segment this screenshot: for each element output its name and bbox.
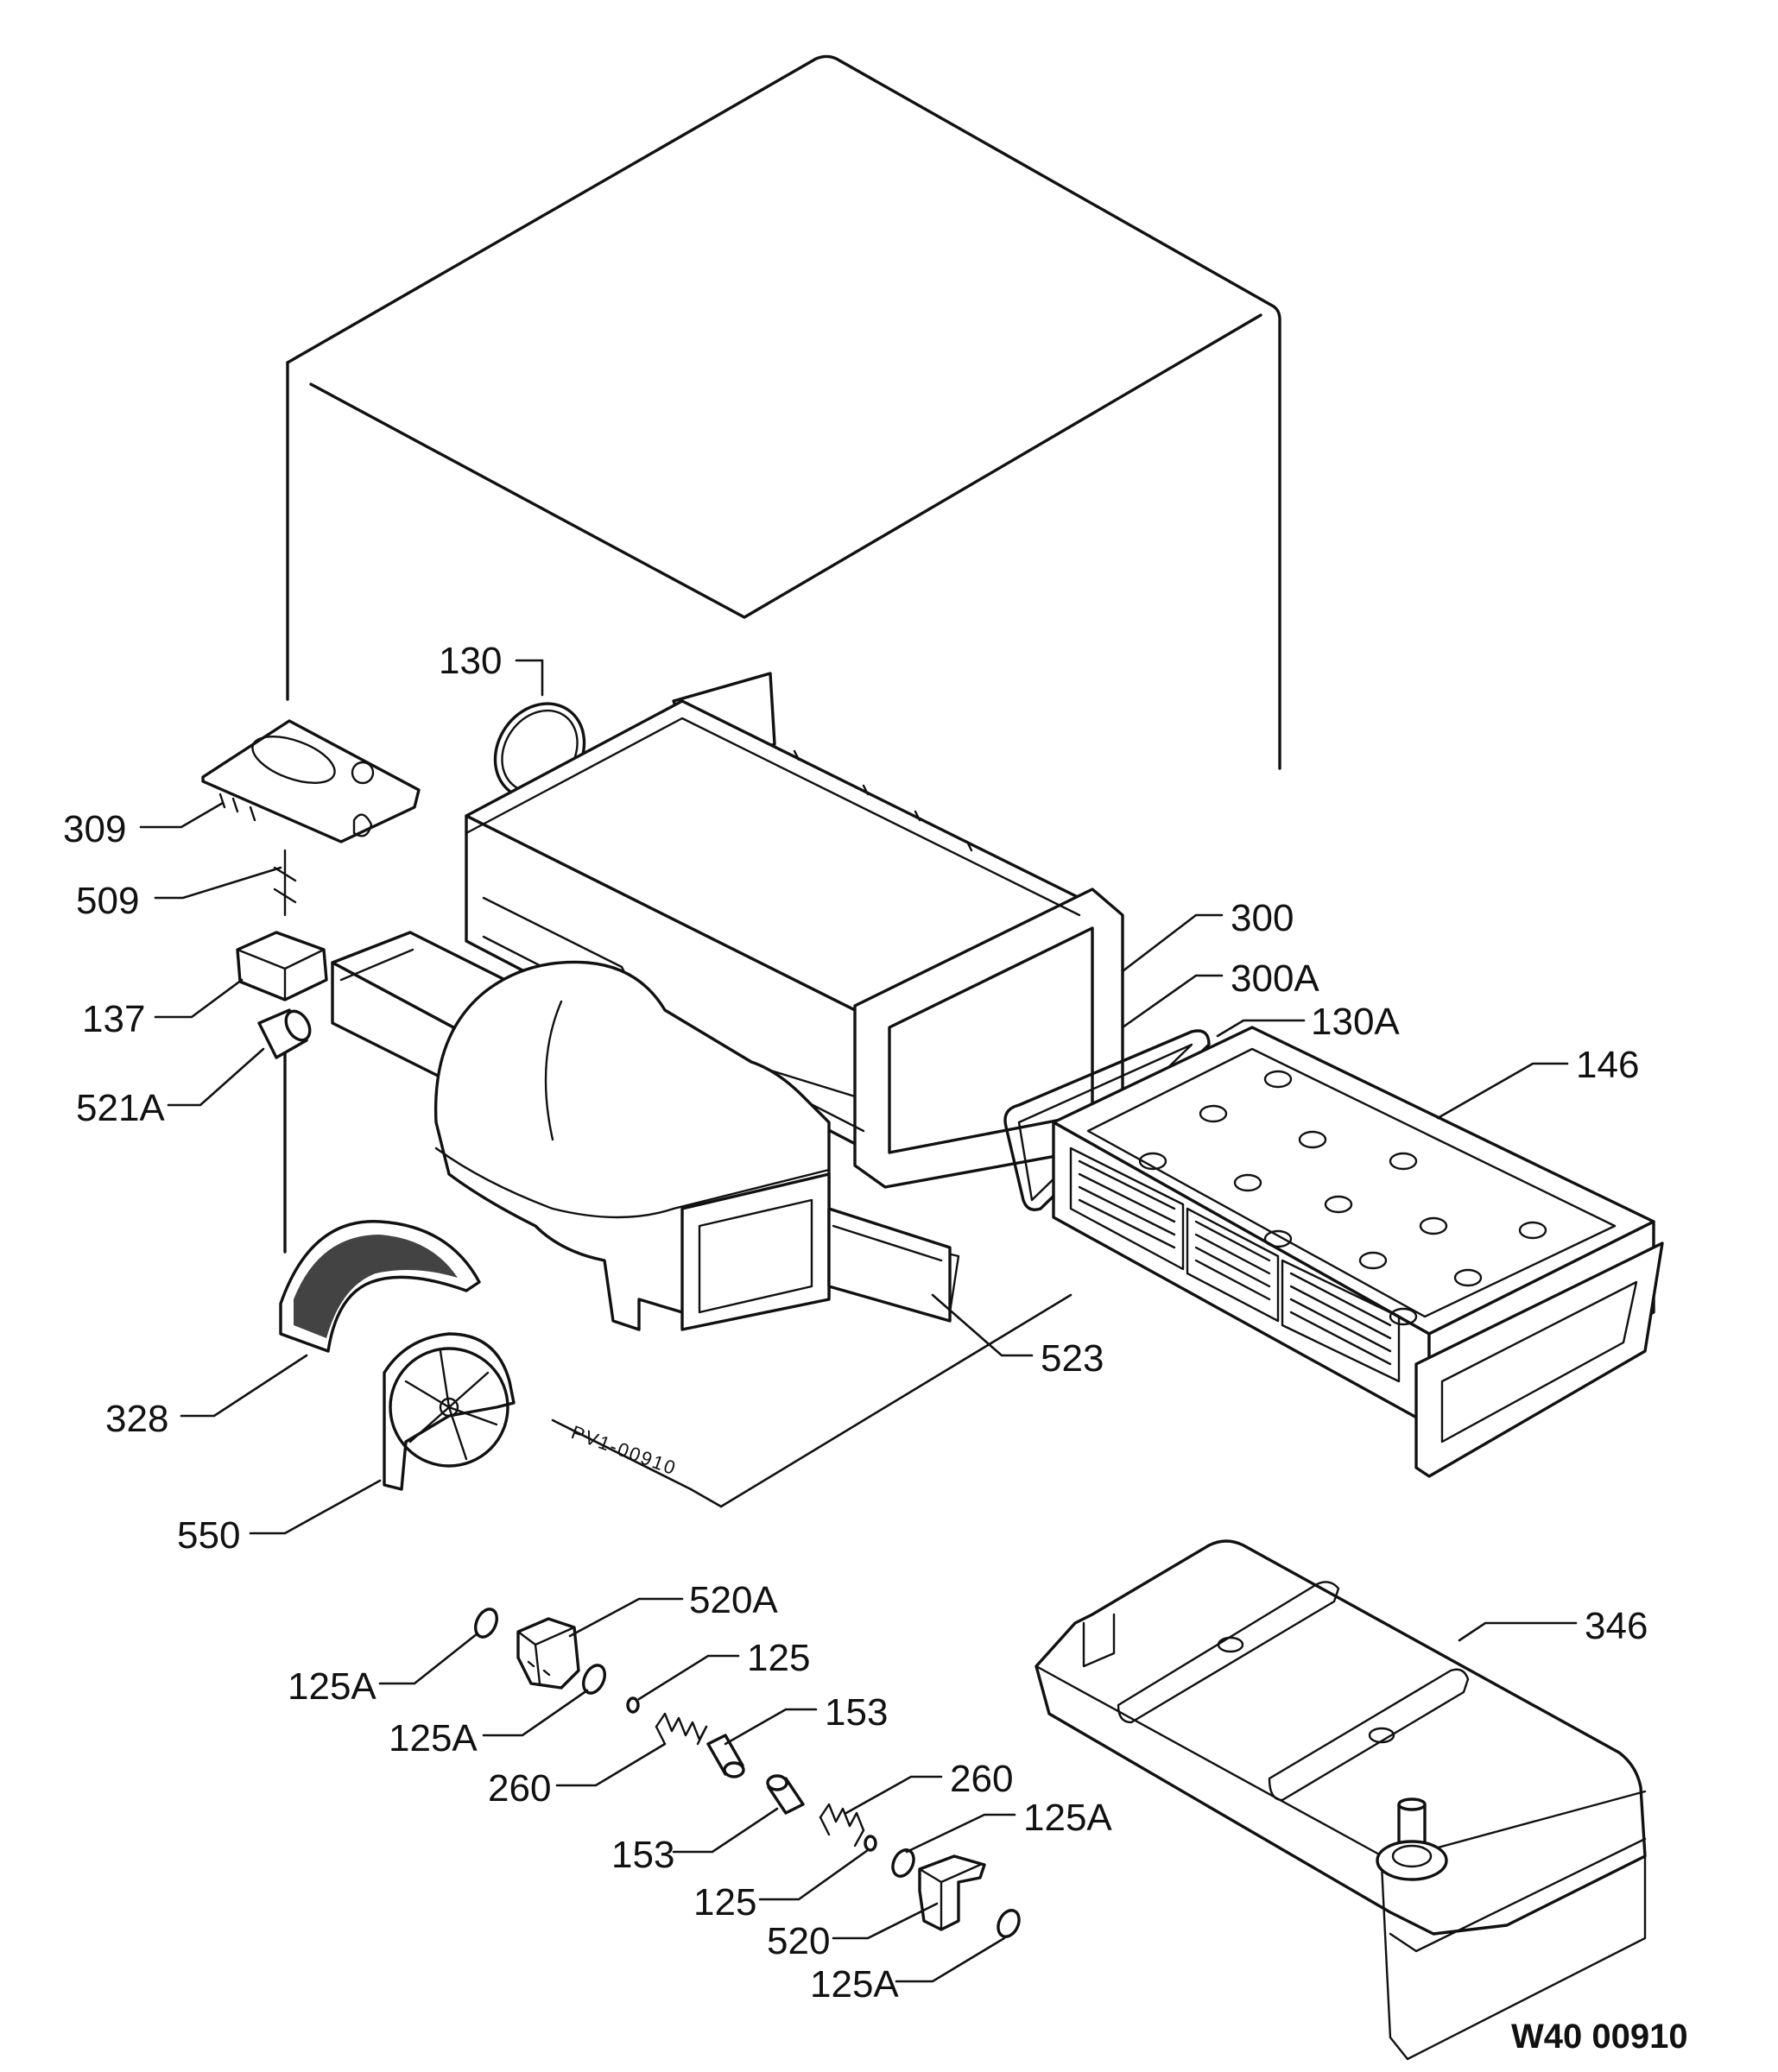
label-300a: 300A <box>1231 957 1319 1000</box>
part-blower-housing <box>433 960 960 1331</box>
part-125-ring-1 <box>626 1696 640 1714</box>
label-300: 300 <box>1231 897 1294 939</box>
label-520a: 520A <box>689 1579 778 1621</box>
label-146: 146 <box>1576 1044 1639 1086</box>
part-309-panel <box>201 719 421 843</box>
part-520a-valve <box>516 1617 580 1690</box>
label-328: 328 <box>105 1398 168 1440</box>
part-260-spring-1 <box>655 1712 708 1746</box>
label-153-2: 153 <box>611 1834 674 1876</box>
label-125-2: 125 <box>693 1881 756 1924</box>
part-125-ring-2 <box>864 1835 877 1852</box>
label-550: 550 <box>177 1514 240 1557</box>
part-153-pin-2 <box>766 1774 805 1815</box>
label-130: 130 <box>439 640 502 682</box>
callout-labels: 130 309 509 137 521A 300 300A 130A 146 5… <box>63 640 1648 2006</box>
label-130a: 130A <box>1311 1001 1400 1043</box>
label-523: 523 <box>1041 1337 1104 1380</box>
label-520: 520 <box>767 1920 830 1962</box>
condenser-holes <box>1138 1070 1547 1326</box>
part-stamp: PV1-00910 <box>568 1421 680 1479</box>
label-125a-3: 125A <box>1023 1797 1112 1839</box>
cabinet-outline <box>283 54 1281 1254</box>
label-509: 509 <box>76 880 139 922</box>
part-125a-ring-4 <box>997 1909 1021 1938</box>
label-260-2: 260 <box>950 1758 1013 1800</box>
part-137-block <box>236 931 328 1001</box>
part-509-clip <box>273 849 297 917</box>
part-260-spring-2 <box>819 1803 865 1848</box>
part-146-condenser <box>1052 1026 1664 1478</box>
part-523-bracket <box>827 1207 952 1323</box>
part-125a-ring-2 <box>582 1664 606 1695</box>
part-125a-ring-3 <box>891 1848 915 1878</box>
part-550-fan <box>383 1332 516 1491</box>
label-125a-2: 125A <box>389 1717 478 1759</box>
label-125a-4: 125A <box>810 1963 899 2006</box>
label-309: 309 <box>63 808 126 850</box>
part-346-water-container <box>1035 1539 1647 2061</box>
leader-lines <box>139 659 1578 1983</box>
label-137: 137 <box>82 998 145 1040</box>
label-125-1: 125 <box>747 1637 810 1679</box>
part-153-pin-1 <box>706 1734 745 1778</box>
part-521a-cylinder <box>257 1008 312 1059</box>
drawing-code: W40 00910 <box>1511 2018 1688 2056</box>
part-328-foam-seal <box>279 1220 481 1353</box>
label-153-1: 153 <box>825 1691 888 1734</box>
label-521a: 521A <box>76 1087 165 1129</box>
part-520-valve <box>918 1854 986 1931</box>
label-346: 346 <box>1585 1605 1648 1647</box>
part-300-duct-housing <box>331 672 1124 1189</box>
label-260-1: 260 <box>488 1767 551 1810</box>
label-125a-1: 125A <box>288 1665 376 1708</box>
part-125a-ring-1 <box>474 1608 498 1639</box>
